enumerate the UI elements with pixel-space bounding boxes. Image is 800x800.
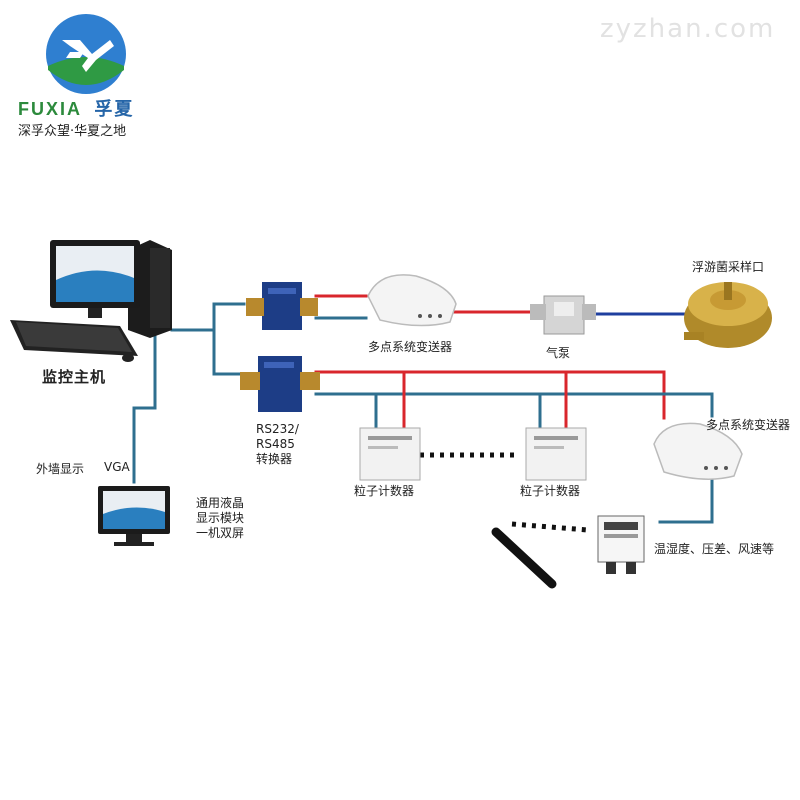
probe-icon xyxy=(491,527,557,589)
bus-teal xyxy=(314,392,714,418)
pressure-sensor-icon xyxy=(597,515,645,574)
label-host: 监控主机 xyxy=(42,368,107,386)
counter-icon xyxy=(359,427,421,481)
converter-icon xyxy=(246,282,318,330)
label-transmitter-right: 多点系统变送器 xyxy=(706,418,791,432)
monitor-icon xyxy=(98,486,170,546)
brand-slogan: 深孚众望·华夏之地 xyxy=(18,124,127,139)
brand-name-en: FUXIA xyxy=(18,99,82,119)
transmitter-icon xyxy=(653,422,743,480)
dotted-probe xyxy=(511,521,589,533)
label-sensors: 温湿度、压差、风速等 xyxy=(654,542,775,556)
wire-host-vga xyxy=(132,330,157,484)
wire-host-bus-2 xyxy=(212,328,242,376)
label-vga: VGA xyxy=(104,460,130,474)
logo-icon xyxy=(46,14,126,94)
computer-icon xyxy=(10,240,172,362)
counter-icon xyxy=(525,427,587,481)
brand-name-cn: 孚夏 xyxy=(94,99,135,119)
bus-red xyxy=(314,370,666,420)
brand-name: FUXIA 孚夏 xyxy=(18,95,134,121)
label-pump: 气泵 xyxy=(546,346,571,360)
label-counter-2: 粒子计数器 xyxy=(520,484,581,498)
wire-host-bus xyxy=(170,302,246,332)
label-sampler: 浮游菌采样口 xyxy=(692,260,765,274)
label-lcd: 通用液晶 显示模块 一机双屏 xyxy=(196,496,245,540)
label-counter-1: 粒子计数器 xyxy=(354,484,415,498)
label-external-display: 外墙显示 xyxy=(36,462,85,476)
sampler-icon xyxy=(684,282,772,348)
converter-icon xyxy=(240,356,320,412)
transmitter-icon xyxy=(367,274,457,327)
pump-icon xyxy=(530,295,596,335)
label-converter: RS232/ RS485 转换器 xyxy=(256,422,299,466)
wire-tx-sensor xyxy=(658,478,714,524)
label-transmitter-top: 多点系统变送器 xyxy=(368,340,453,354)
watermark: zyzhan.com xyxy=(600,14,776,44)
